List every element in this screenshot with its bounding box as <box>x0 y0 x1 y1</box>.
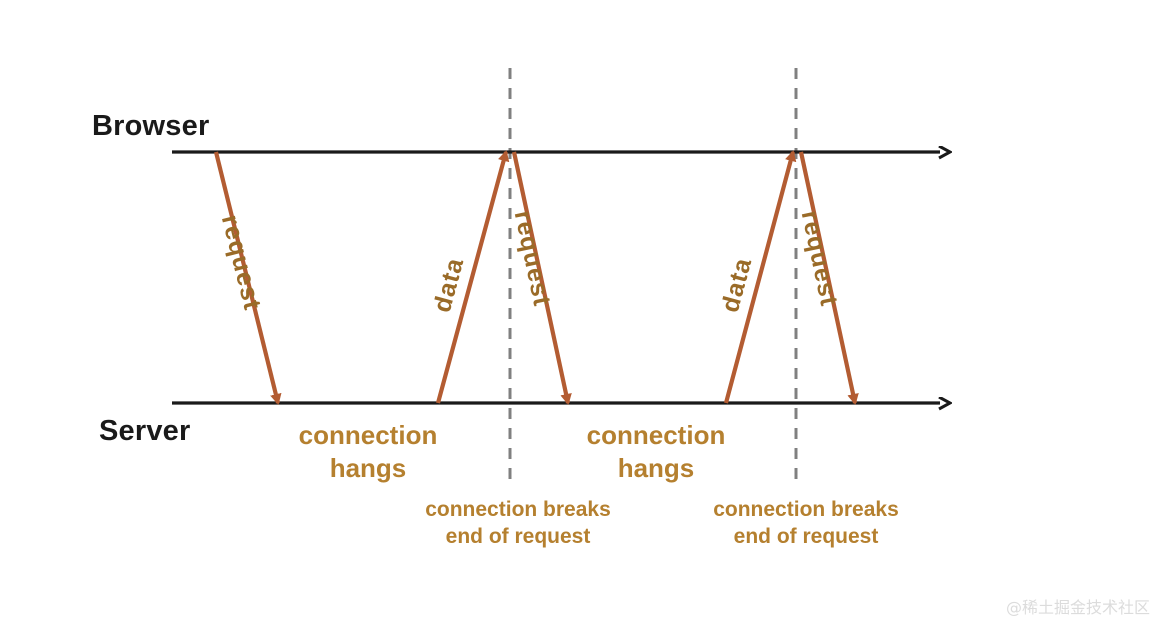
note-line-2: end of request <box>445 524 591 548</box>
note-line-2: end of request <box>733 524 879 548</box>
note-line-1: connection breaks <box>713 498 899 521</box>
arrow-request-2 <box>511 151 572 405</box>
lane-label-server: Server <box>99 415 191 447</box>
note-line-2: hangs <box>329 453 407 484</box>
note-connection-hangs-1: connection hangs <box>243 419 493 486</box>
note-connection-hangs-2: connection hangs <box>531 419 781 486</box>
arrow-request-1 <box>213 151 282 405</box>
arrow-data-2 <box>723 150 797 404</box>
arrow-request-3 <box>798 151 859 405</box>
lane-label-browser: Browser <box>92 110 210 142</box>
note-connection-breaks-2: connection breaks end of request <box>686 497 926 551</box>
note-line-1: connection <box>298 420 438 450</box>
note-line-1: connection breaks <box>425 498 611 521</box>
watermark: @稀土掘金技术社区 <box>1005 598 1150 617</box>
arrow-data-1 <box>435 150 510 404</box>
note-connection-breaks-1: connection breaks end of request <box>398 497 638 551</box>
note-line-1: connection <box>586 420 726 450</box>
note-line-2: hangs <box>617 453 695 484</box>
